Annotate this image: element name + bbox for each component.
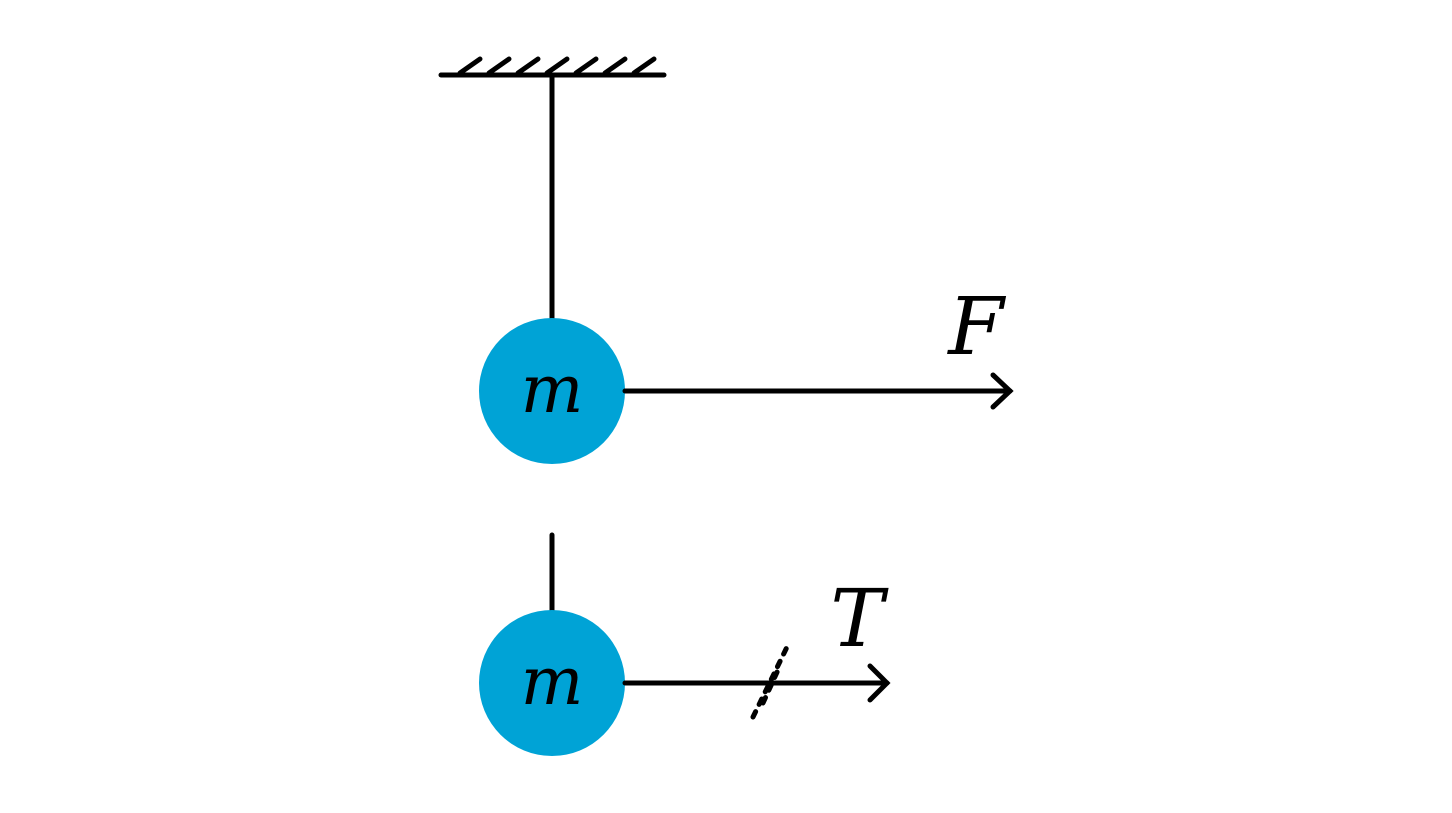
force-arrow-f	[622, 372, 1014, 410]
tension-arrow-t	[622, 663, 891, 703]
force-arrow-f-head	[990, 372, 1014, 410]
top-mass-label: m	[521, 351, 584, 428]
bottom-mass-label: m	[521, 643, 584, 720]
bottom-mass	[479, 610, 625, 756]
string-cut-marks	[750, 644, 790, 720]
tension-label-t: T	[830, 572, 889, 665]
ceiling-hatching	[457, 56, 657, 76]
tension-arrow-t-head	[867, 663, 891, 703]
ceiling-support	[438, 56, 667, 78]
top-mass	[479, 318, 625, 464]
force-label-f: F	[946, 280, 1006, 373]
